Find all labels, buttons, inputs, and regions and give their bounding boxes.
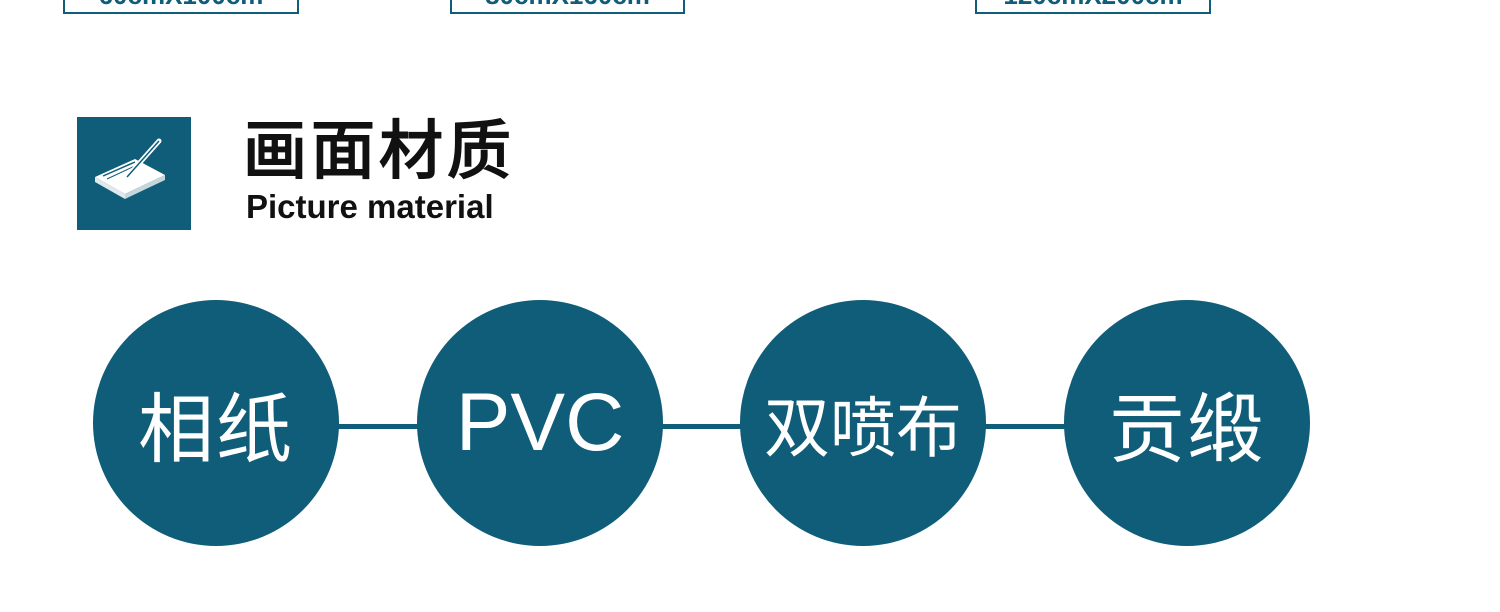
material-pvc: PVC bbox=[417, 300, 663, 546]
size-option-1: 60cmX100cm bbox=[63, 0, 299, 14]
size-option-3: 120cmX200cm bbox=[975, 0, 1211, 14]
material-double-spray-cloth: 双喷布 bbox=[740, 300, 986, 546]
material-label: 贡缎 bbox=[1109, 385, 1265, 474]
material-satin: 贡缎 bbox=[1064, 300, 1310, 546]
book-pen-icon-graphic bbox=[95, 138, 165, 199]
circle-connector-line bbox=[210, 424, 1190, 429]
material-label: 相纸 bbox=[138, 385, 294, 474]
material-photo-paper: 相纸 bbox=[93, 300, 339, 546]
section-title-chinese: 画面材质 bbox=[243, 115, 515, 189]
book-pen-icon bbox=[77, 117, 191, 230]
material-label: PVC bbox=[455, 377, 625, 468]
size-option-2: 80cmX160cm bbox=[450, 0, 685, 14]
material-label: 双喷布 bbox=[764, 390, 962, 467]
section-title-english: Picture material bbox=[246, 188, 494, 225]
